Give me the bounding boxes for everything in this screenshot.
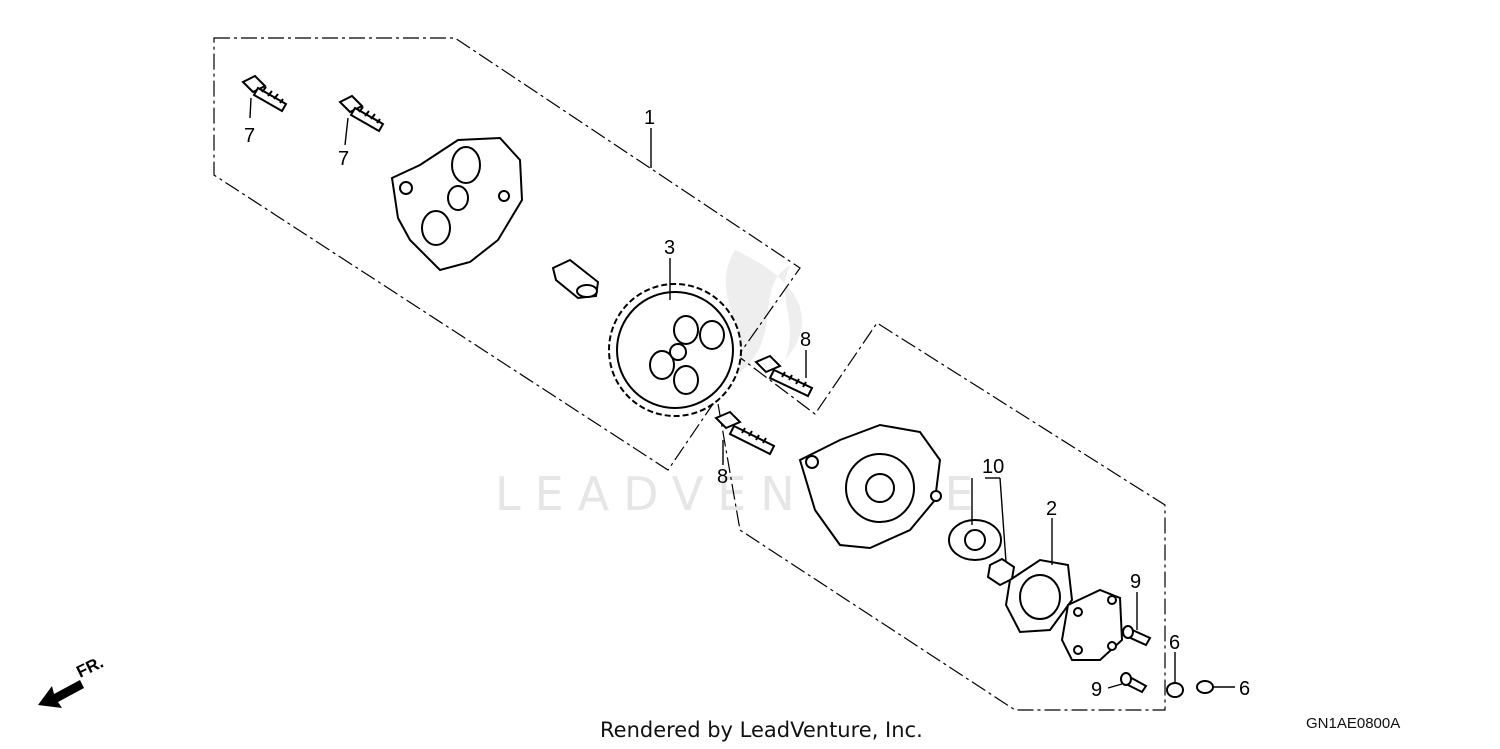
- callout-7-left: 7: [244, 125, 255, 147]
- callout-10: 10: [982, 456, 1004, 478]
- o-ring-6-left[interactable]: [1166, 682, 1184, 698]
- callout-1: 1: [644, 107, 655, 129]
- callout-2: 2: [1046, 498, 1057, 520]
- o-ring-6-right[interactable]: [1196, 680, 1214, 694]
- callout-9-lower: 9: [1091, 679, 1102, 701]
- assembly-outline: [213, 37, 1166, 711]
- gear-part-3[interactable]: [608, 283, 742, 417]
- bolt-7-left[interactable]: [241, 74, 288, 113]
- callout-9-upper: 9: [1130, 571, 1141, 593]
- callout-8-upper: 8: [800, 329, 811, 351]
- callout-3: 3: [664, 237, 675, 259]
- callout-6-right: 6: [1239, 678, 1250, 700]
- gasket-part-2[interactable]: [1004, 558, 1074, 634]
- leader-lines: [249, 97, 1235, 689]
- callout-8-lower: 8: [717, 466, 728, 488]
- pump-body[interactable]: [798, 423, 942, 550]
- callout-7-right: 7: [338, 148, 349, 170]
- screw-9-lower[interactable]: [1120, 672, 1148, 694]
- footer-credit: Rendered by LeadVenture, Inc.: [600, 718, 923, 742]
- callout-6-upper: 6: [1169, 632, 1180, 654]
- pump-cover-part-1[interactable]: [390, 136, 524, 272]
- rotor-part-10[interactable]: [948, 519, 1016, 587]
- pump-shaft[interactable]: [551, 258, 600, 300]
- front-arrow-icon: [38, 680, 84, 708]
- end-plate[interactable]: [1060, 588, 1124, 661]
- diagram-code: GN1AE0800A: [1306, 715, 1400, 732]
- bolt-8-upper[interactable]: [754, 354, 814, 398]
- front-indicator: FR.: [38, 653, 106, 708]
- front-indicator-label: FR.: [73, 653, 106, 682]
- bolt-8-lower[interactable]: [714, 410, 776, 456]
- bolt-7-right[interactable]: [338, 94, 385, 133]
- screw-9-upper[interactable]: [1122, 625, 1152, 647]
- callout-labels: 1 2 3 6 6 7 7 8 8 9 9 10: [244, 107, 1250, 701]
